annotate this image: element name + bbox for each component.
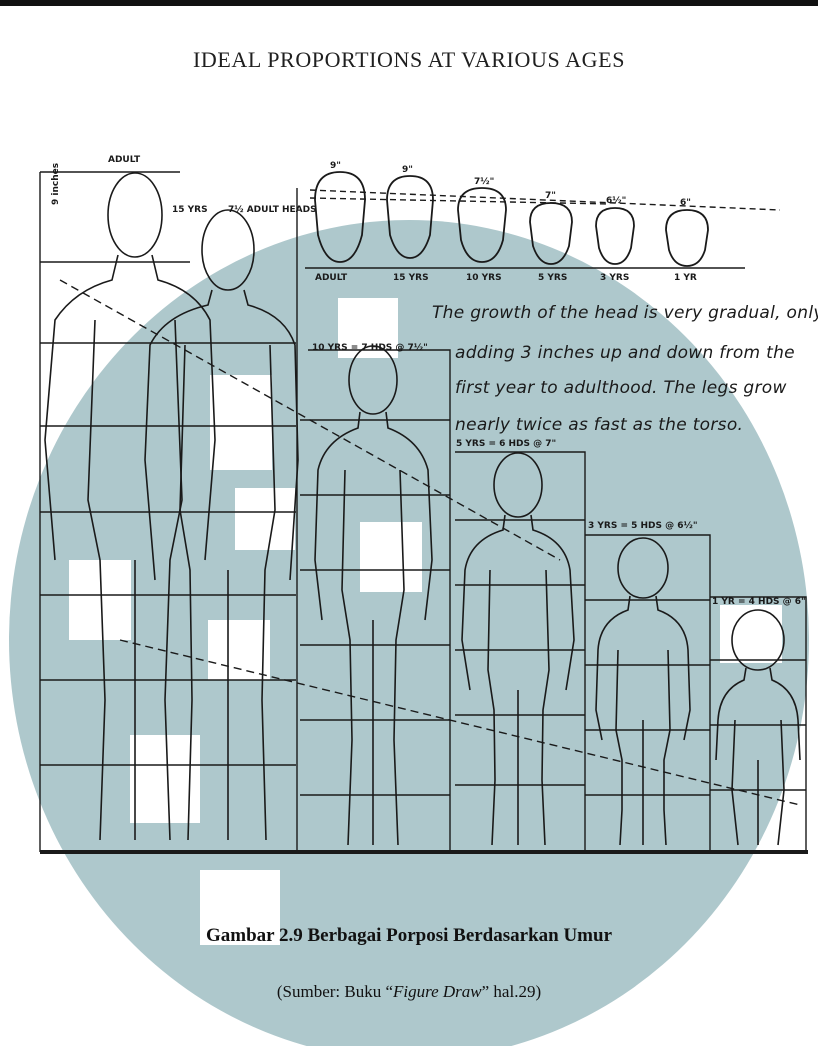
label-five-yrs: 5 YRS = 6 HDS @ 7" [456, 439, 556, 449]
head-age-1: 1 YR [674, 273, 697, 283]
head-size-10: 7½" [474, 176, 494, 187]
figure-caption: Gambar 2.9 Berbagai Porposi Berdasarkan … [0, 925, 818, 947]
head-age-5: 5 YRS [538, 273, 567, 283]
label-fifteen-yrs: 15 YRS [172, 205, 208, 215]
label-nine-inches: 9 inches [51, 163, 61, 205]
head-size-5: 7" [545, 191, 556, 201]
annotation-line-1: The growth of the head is very gradual, … [432, 303, 818, 323]
heads-row [315, 172, 708, 266]
head-age-10: 10 YRS [466, 273, 502, 283]
source-suffix: ” hal.29) [482, 982, 541, 1001]
source-prefix: (Sumber: Buku “ [277, 982, 393, 1001]
annotation-line-3: first year to adulthood. The legs grow [455, 378, 787, 398]
annotation-line-4: nearly twice as fast as the torso. [455, 415, 743, 435]
head-size-3: 6½" [606, 195, 626, 206]
source-book-title: Figure Draw [393, 982, 482, 1001]
label-adult: ADULT [108, 155, 141, 165]
label-adult-heads: 7½ ADULT HEADS [228, 204, 317, 215]
head-size-1: 6" [680, 198, 691, 208]
figure-source: (Sumber: Buku “Figure Draw” hal.29) [0, 982, 818, 1002]
head-age-15: 15 YRS [393, 273, 429, 283]
label-three-yrs: 3 YRS = 5 HDS @ 6½" [588, 520, 698, 531]
label-one-yr: 1 YR = 4 HDS @ 6" [712, 597, 806, 607]
annotation-line-2: adding 3 inches up and down from the [455, 343, 795, 363]
label-ten-yrs: 10 YRS = 7 HDS @ 7½" [312, 342, 428, 353]
head-age-3: 3 YRS [600, 273, 629, 283]
head-size-15: 9" [402, 165, 413, 175]
head-age-adult: ADULT [315, 273, 348, 283]
head-size-adult: 9" [330, 161, 341, 171]
